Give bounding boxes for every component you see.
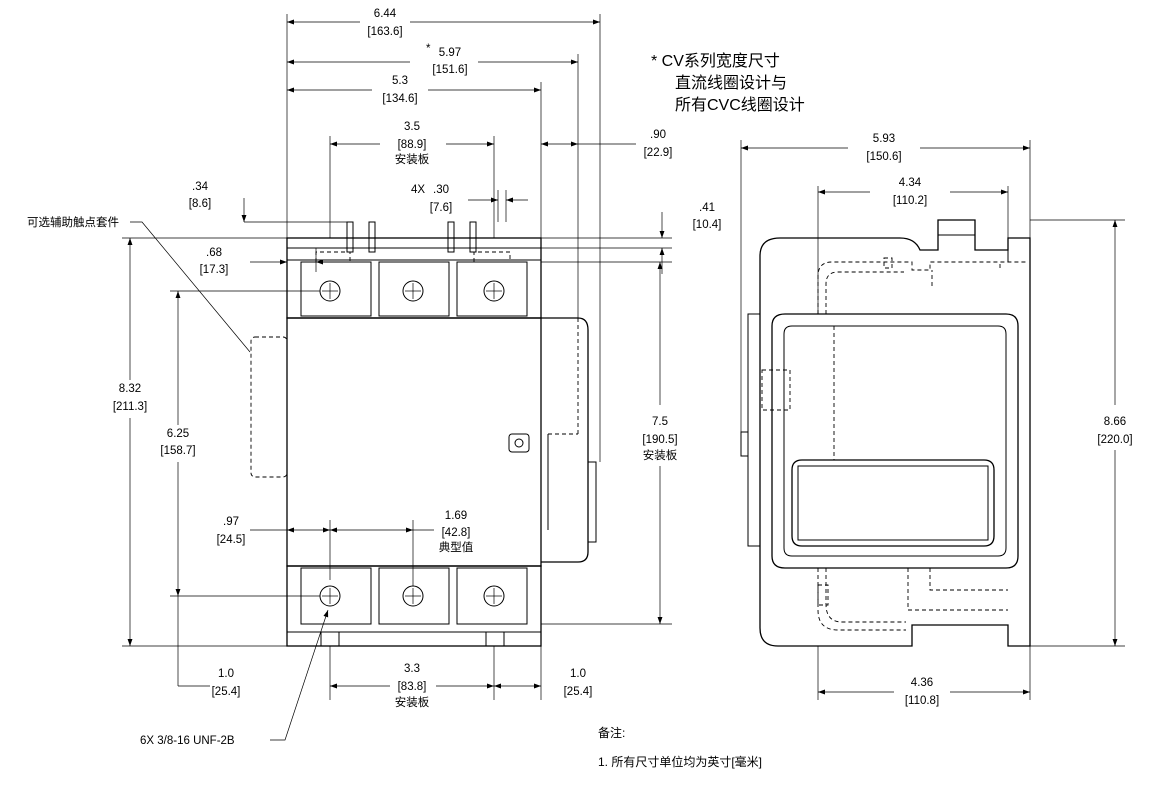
dim-6-44-mm: [163.6] — [367, 26, 402, 38]
dim-5-97-in: 5.97 — [439, 47, 461, 59]
front-bottom-block — [286, 565, 542, 647]
dim-3-5-mm: [88.9] — [398, 139, 427, 151]
dim-6-25-mm: [158.7] — [160, 445, 195, 457]
top-screw-3 — [483, 280, 505, 302]
dim-34-mm: [8.6] — [189, 198, 211, 210]
front-view — [250, 221, 597, 647]
side-dim-4-34-mm: [110.2] — [893, 195, 927, 207]
dim-1-0-left-mm: [25.4] — [212, 686, 241, 698]
dim-68-mm: [17.3] — [200, 264, 229, 276]
coil-housing — [541, 317, 589, 563]
front-top-block — [286, 237, 542, 319]
cv-note-line2: 直流线圈设计与 — [675, 74, 787, 92]
side-dim-5-93-in: 5.93 — [873, 133, 895, 145]
dim-5-97-mm: [151.6] — [432, 64, 467, 76]
dim-5-97-star: * — [426, 43, 431, 55]
side-dim-5-93-mm: [150.6] — [866, 151, 901, 163]
label-aux-kit: 可选辅助触点套件 — [27, 215, 119, 229]
dim-90-mm: [22.9] — [644, 147, 673, 159]
side-dim-4-34-in: 4.34 — [899, 177, 922, 189]
dim-3-3-in: 3.3 — [404, 663, 420, 675]
dim-1-0-left-in: 1.0 — [218, 668, 234, 680]
bottom-screw-2 — [402, 585, 424, 607]
dim-7-5-mm: [190.5] — [642, 434, 677, 446]
cv-note-line3: 所有CVC线圈设计 — [675, 96, 805, 114]
dim-8-32-mm: [211.3] — [113, 401, 147, 413]
bottom-screw-3 — [483, 585, 505, 607]
dim-7-5-in: 7.5 — [652, 416, 668, 428]
cv-note-line1: * CV系列宽度尺寸 — [651, 52, 780, 70]
notes-item-1: 1. 所有尺寸单位均为英寸[毫米] — [598, 754, 762, 769]
dim-30-prefix: 4X — [411, 184, 425, 196]
dim-3-3-mm: [83.8] — [398, 681, 427, 693]
label-thread: 6X 3/8-16 UNF-2B — [140, 735, 235, 747]
side-dim-4-36-in: 4.36 — [911, 677, 933, 689]
side-dim-4-36-mm: [110.8] — [905, 695, 939, 707]
dim-3-5-in: 3.5 — [404, 121, 420, 133]
front-dimension-lines — [122, 14, 672, 741]
dim-97-in: .97 — [223, 516, 239, 528]
side-view — [740, 219, 1031, 647]
dim-34-in: .34 — [192, 181, 209, 193]
dim-5-3-mm: [134.6] — [382, 93, 417, 105]
dim-30-mm: [7.6] — [430, 202, 452, 214]
cv-series-note: * CV系列宽度尺寸 直流线圈设计与 所有CVC线圈设计 — [651, 52, 805, 114]
side-face — [771, 313, 1019, 569]
dim-7-5-label: 安装板 — [643, 448, 678, 462]
top-screw-1 — [319, 280, 341, 302]
side-dimension-labels: 5.93 [150.6] 4.34 [110.2] 8.66 [220.0] 4… — [866, 133, 1132, 707]
bottom-screw-1 — [319, 585, 341, 607]
dim-90-in: .90 — [650, 129, 666, 141]
side-dim-8-66-in: 8.66 — [1104, 416, 1126, 428]
dim-41-in: .41 — [699, 202, 715, 214]
top-screw-2 — [402, 280, 424, 302]
front-body — [286, 317, 542, 567]
dim-3-3-label: 安装板 — [395, 695, 430, 709]
dim-1-69-label: 典型值 — [439, 540, 474, 554]
dim-1-0-right-mm: [25.4] — [564, 686, 593, 698]
notes-block: 备注: 1. 所有尺寸单位均为英寸[毫米] — [598, 725, 762, 769]
dim-6-25-in: 6.25 — [167, 428, 189, 440]
dim-1-69-in: 1.69 — [445, 510, 467, 522]
dim-68-in: .68 — [206, 247, 222, 259]
dim-30-in: .30 — [433, 184, 449, 196]
aux-contact-outline — [250, 336, 288, 478]
dim-97-mm: [24.5] — [217, 534, 246, 546]
dim-3-5-label: 安装板 — [395, 152, 430, 166]
side-body-outline — [759, 219, 1031, 647]
dim-1-69-mm: [42.8] — [442, 527, 471, 539]
dim-41-mm: [10.4] — [693, 219, 722, 231]
dim-6-44-in: 6.44 — [374, 8, 397, 20]
side-dimension-lines — [740, 140, 1125, 700]
side-dim-8-66-mm: [220.0] — [1097, 434, 1132, 446]
dim-5-3-in: 5.3 — [392, 75, 408, 87]
notes-title: 备注: — [598, 725, 625, 740]
front-dimension-labels: 6.44 [163.6] * 5.97 [151.6] 5.3 [134.6] … — [27, 8, 721, 747]
dim-8-32-in: 8.32 — [119, 383, 141, 395]
dim-1-0-right-in: 1.0 — [570, 668, 586, 680]
side-window — [791, 459, 995, 547]
